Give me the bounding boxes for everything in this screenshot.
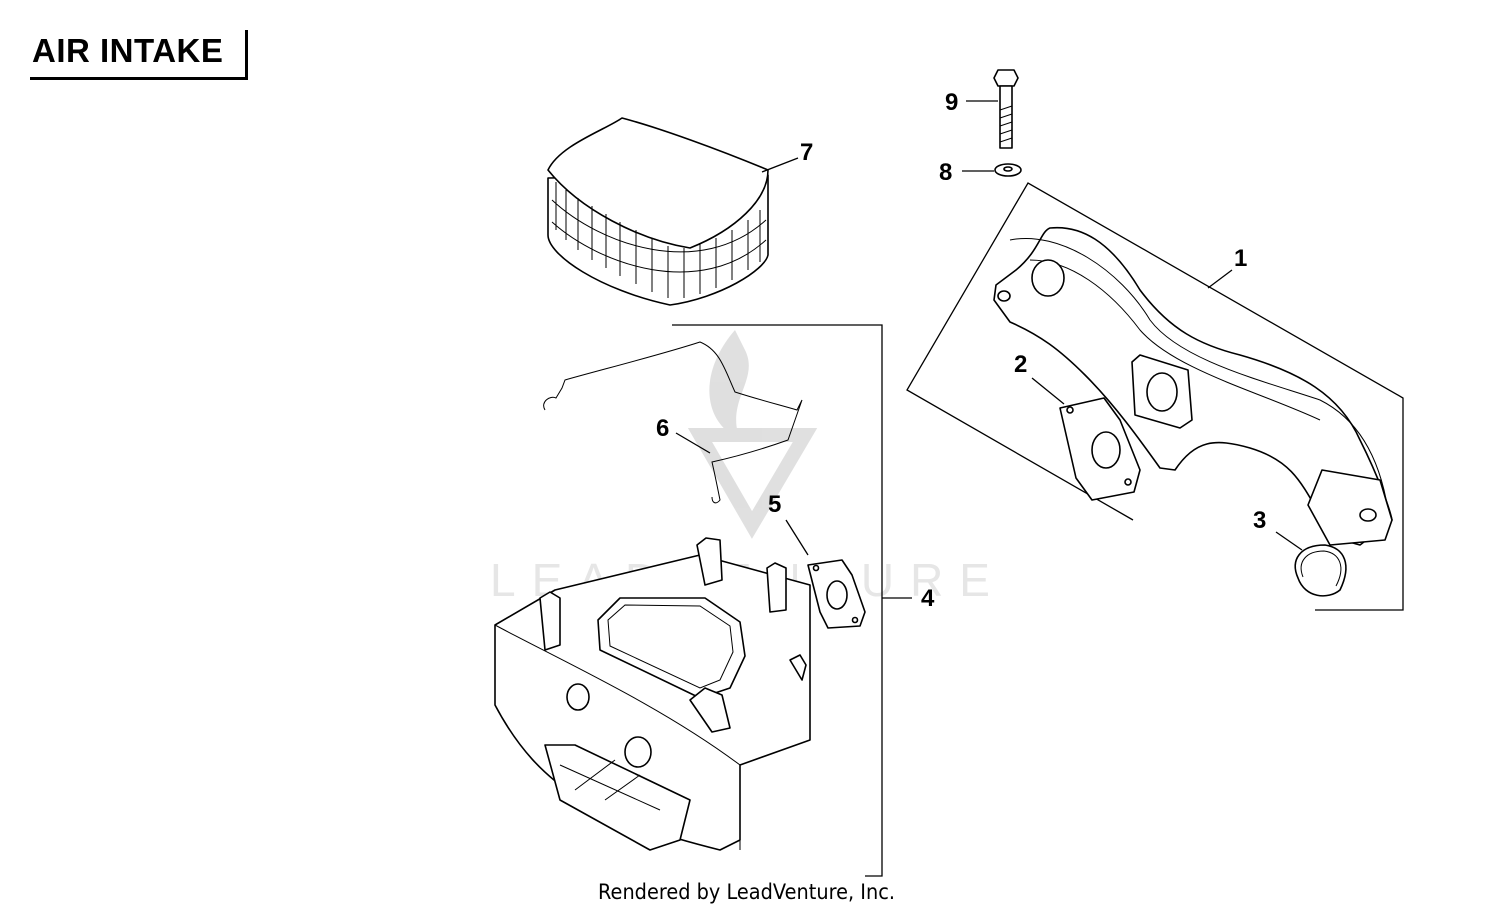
gasket-part-5: [807, 559, 866, 629]
bracket-part-1: [906, 182, 1404, 611]
diagram-title: AIR INTAKE: [32, 32, 224, 69]
leader-5: [785, 519, 809, 556]
washer-part-8: [994, 163, 1022, 177]
callout-5: 5: [768, 491, 781, 518]
retaining-wire-part-6: [543, 341, 803, 504]
intake-manifold-part-1: [993, 226, 1393, 546]
watermark-logo: [687, 330, 818, 539]
callout-1: 1: [1234, 245, 1247, 272]
title-frame: AIR INTAKE: [30, 30, 248, 80]
callout-9: 9: [945, 89, 958, 116]
callout-3: 3: [1253, 507, 1266, 534]
air-cleaner-base-part-4: [494, 537, 811, 851]
callout-7: 7: [800, 139, 813, 166]
leader-6: [675, 432, 711, 454]
o-ring-part-3: [1294, 544, 1347, 597]
callout-8: 8: [939, 159, 952, 186]
callout-4: 4: [921, 585, 935, 612]
leader-7: [761, 157, 799, 173]
leader-3: [1275, 531, 1303, 551]
bracket-part-4: [672, 324, 883, 877]
callout-2: 2: [1014, 351, 1027, 378]
callout-6: 6: [656, 415, 669, 442]
air-filter-part-7: [547, 117, 769, 306]
leader-1: [1207, 269, 1233, 289]
bolt-part-9: [993, 69, 1019, 149]
leader-2: [1031, 377, 1065, 405]
gasket-part-2: [1059, 397, 1141, 501]
footer-credit: Rendered by LeadVenture, Inc.: [598, 880, 895, 904]
